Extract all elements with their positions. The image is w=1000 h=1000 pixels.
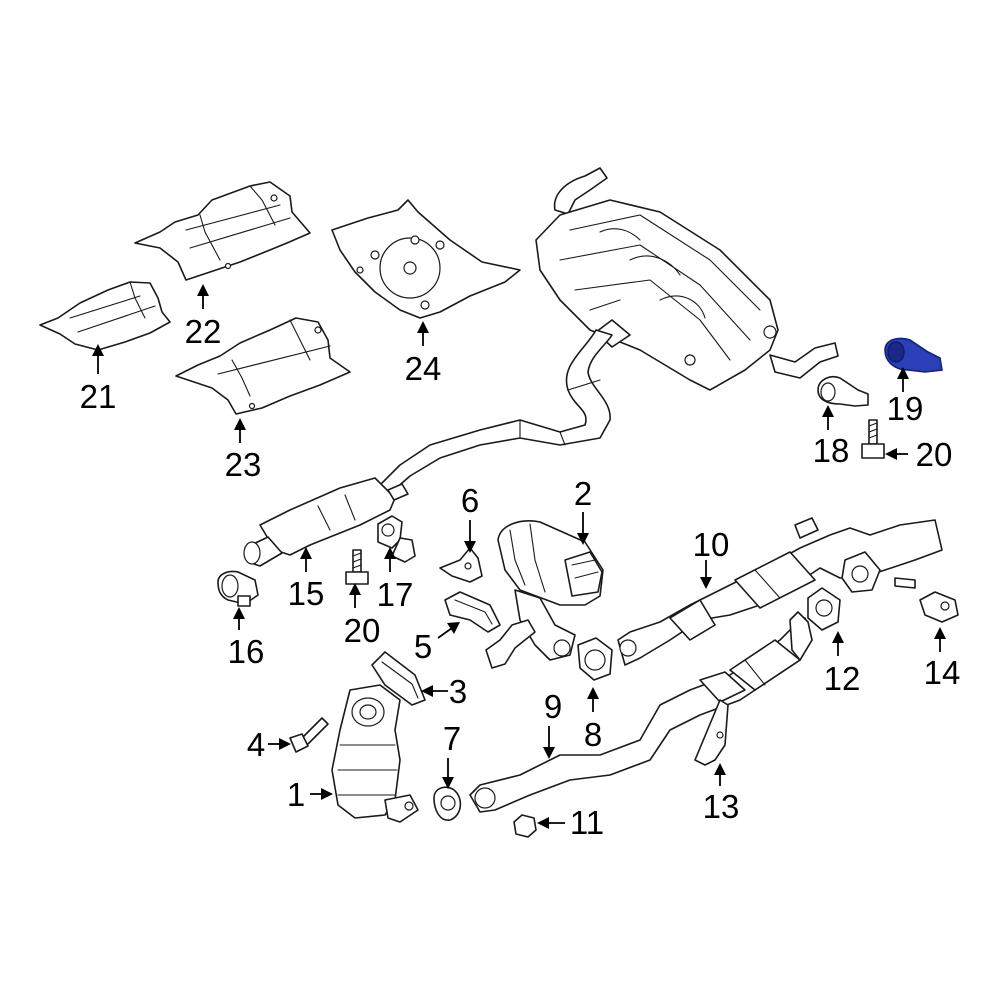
callout-8: 8: [584, 716, 602, 753]
bracket-14[interactable]: [919, 591, 959, 623]
rear-muffler[interactable]: [535, 167, 839, 391]
intermediate-pipe-10[interactable]: [617, 517, 943, 666]
callout-19: 19: [887, 390, 924, 427]
bracket-5[interactable]: [444, 591, 501, 633]
front-pipe-9[interactable]: [469, 611, 813, 813]
bracket-6[interactable]: [439, 547, 483, 583]
callout-5: 5: [414, 628, 432, 665]
hanger-19-highlighted[interactable]: [884, 337, 943, 373]
leader-lines: [92, 284, 946, 829]
center-pipe-resonator[interactable]: [243, 329, 613, 567]
bolt-20-right[interactable]: [861, 419, 885, 459]
callout-20-left: 20: [344, 612, 381, 649]
heat-shield-21[interactable]: [39, 281, 171, 351]
callout-7: 7: [443, 720, 461, 757]
gasket-7[interactable]: [433, 786, 462, 821]
callout-labels: 21 22 23 24 15 16 17 20 6 2 5 3 4 1 7 8 …: [80, 313, 961, 841]
callout-17: 17: [377, 576, 414, 613]
callout-3: 3: [449, 673, 467, 710]
bolt-4[interactable]: [289, 717, 329, 753]
callout-2: 2: [574, 475, 592, 512]
heat-shield-22[interactable]: [134, 181, 311, 281]
gasket-12[interactable]: [807, 587, 841, 631]
heat-shield-23[interactable]: [175, 317, 351, 415]
callout-18: 18: [813, 432, 850, 469]
callout-1: 1: [287, 776, 305, 813]
gasket-3[interactable]: [371, 651, 426, 706]
callout-10: 10: [693, 526, 730, 563]
clamp-16[interactable]: [217, 570, 259, 607]
callout-22: 22: [185, 313, 222, 350]
nut-11[interactable]: [513, 814, 537, 838]
callout-15: 15: [288, 575, 325, 612]
hanger-18[interactable]: [817, 375, 869, 407]
converter-2[interactable]: [485, 520, 604, 669]
callout-21: 21: [80, 378, 117, 415]
callout-4: 4: [247, 726, 265, 763]
heat-shield-24[interactable]: [331, 199, 521, 319]
callout-20-right: 20: [916, 436, 953, 473]
callout-6: 6: [461, 482, 479, 519]
callout-11: 11: [570, 804, 604, 841]
callout-16: 16: [228, 633, 265, 670]
gasket-8[interactable]: [577, 637, 613, 681]
callout-24: 24: [405, 350, 442, 387]
catalytic-converter-1[interactable]: [331, 684, 419, 823]
callout-9: 9: [544, 688, 562, 725]
callout-14: 14: [924, 654, 961, 691]
callout-13: 13: [703, 788, 740, 825]
bolt-20-left[interactable]: [345, 549, 369, 585]
callout-23: 23: [225, 446, 262, 483]
callout-12: 12: [824, 660, 861, 697]
bracket-17[interactable]: [377, 483, 416, 563]
